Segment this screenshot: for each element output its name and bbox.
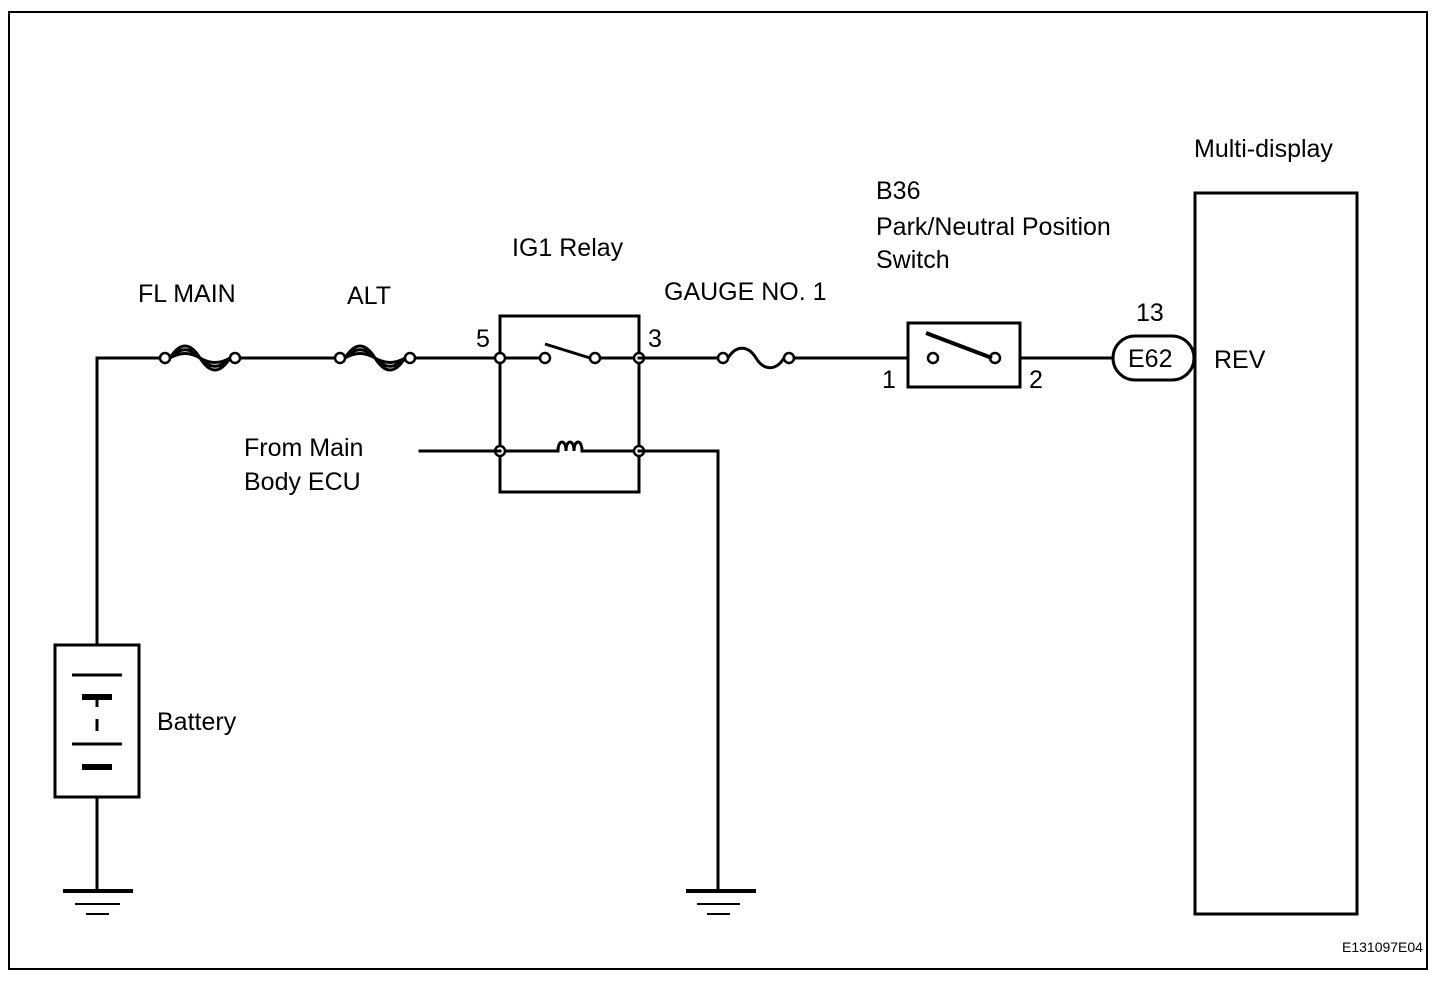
diagram-frame [8,11,1428,970]
fl-main-label: FL MAIN [138,280,236,308]
fl-main-fusible-link [158,344,242,372]
alt-label: ALT [347,282,391,310]
alt-fusible-link [333,344,417,372]
rev-label: REV [1214,346,1266,374]
park-neutral-switch [906,321,1022,389]
wire-relay-ground [637,449,720,892]
ig1-relay [493,314,646,494]
connector-pin-13: 13 [1136,299,1164,327]
from-main-label-line2: Body ECU [244,468,361,496]
battery-symbol [53,643,141,799]
figure-code: E131097E04 [1342,939,1423,955]
connector-e62-label: E62 [1128,345,1172,373]
switch-pin-2: 2 [1029,366,1043,394]
pnp-label-line1: Park/Neutral Position [876,213,1111,241]
b36-label: B36 [876,177,920,205]
relay-pin-3: 3 [648,325,662,353]
battery-label: Battery [157,708,237,736]
battery-ground-symbol [63,889,133,915]
from-main-label-line1: From Main [244,434,363,462]
ig1-relay-label: IG1 Relay [512,234,624,262]
gauge-label: GAUGE NO. 1 [664,278,827,306]
pnp-label-line2: Switch [876,246,950,274]
multi-display-box [1193,191,1359,916]
relay-ground-symbol [686,889,756,915]
wire-battery-positive [95,356,167,647]
multi-display-label: Multi-display [1194,135,1333,163]
gauge-fuse [716,346,796,370]
relay-pin-5: 5 [476,325,490,353]
switch-pin-1: 1 [882,366,896,394]
